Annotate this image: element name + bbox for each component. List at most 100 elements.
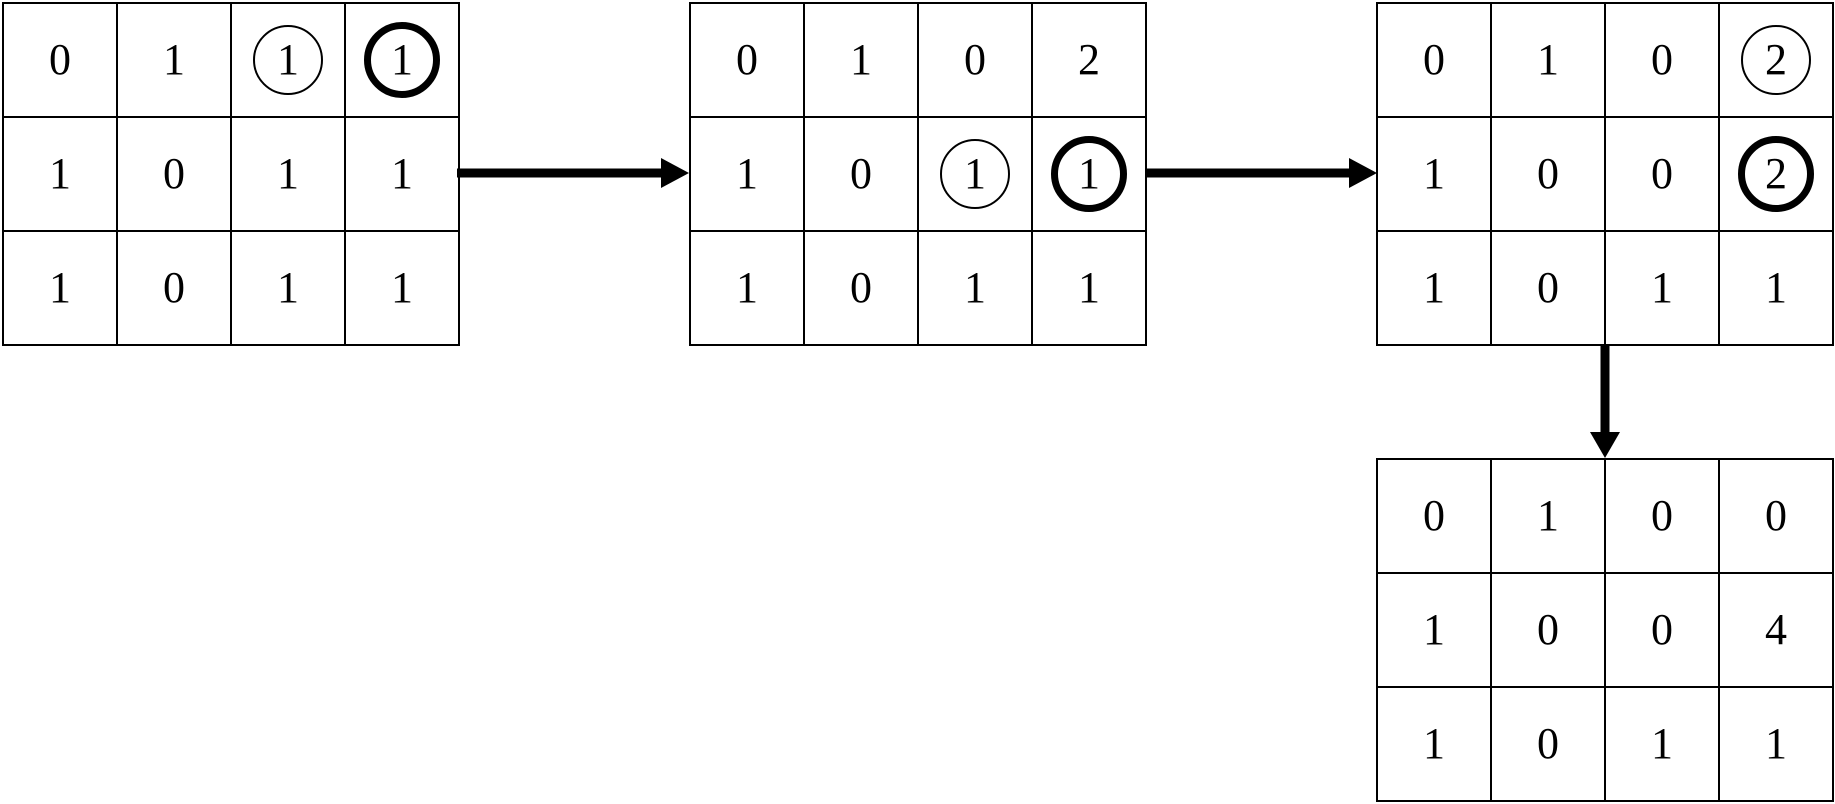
cell-value: 0: [1651, 35, 1673, 84]
cell-value: 1: [1651, 719, 1673, 768]
cell-r2c0: 1: [1378, 232, 1492, 346]
cell-r0c2: 0: [1606, 460, 1720, 574]
cell-r1c1: 0: [1492, 574, 1606, 688]
cell-value: 1: [1078, 149, 1100, 198]
cell-value: 1: [1765, 263, 1787, 312]
cell-value: 0: [1537, 605, 1559, 654]
cell-value: 0: [850, 149, 872, 198]
cell-r2c0: 1: [691, 232, 805, 346]
cell-value: 1: [49, 263, 71, 312]
cell-value: 1: [1423, 719, 1445, 768]
cell-value: 0: [1423, 491, 1445, 540]
cell-value: 2: [1765, 35, 1787, 84]
cell-value: 0: [1651, 149, 1673, 198]
cell-value: 0: [49, 35, 71, 84]
cell-r0c0: 0: [1378, 4, 1492, 118]
cell-value: 1: [1537, 35, 1559, 84]
cell-value: 0: [1651, 605, 1673, 654]
matrix-step-2: 0 1 0 2 1 0 1 1 1 0 1: [689, 2, 1147, 346]
cell-r2c3: 1: [346, 232, 460, 346]
cell-r0c0: 0: [4, 4, 118, 118]
arrow-step3-to-step4: [1584, 344, 1626, 460]
cell-value: 1: [1651, 263, 1673, 312]
cell-r1c2: 1: [919, 118, 1033, 232]
cell-value: 1: [1423, 149, 1445, 198]
cell-r2c3: 1: [1033, 232, 1147, 346]
cell-value: 1: [964, 149, 986, 198]
cell-r0c3: 2: [1033, 4, 1147, 118]
cell-value: 0: [163, 149, 185, 198]
cell-value: 1: [1423, 263, 1445, 312]
cell-r1c0: 1: [1378, 118, 1492, 232]
cell-value: 0: [850, 263, 872, 312]
cell-r2c3: 1: [1720, 232, 1834, 346]
cell-r2c3: 1: [1720, 688, 1834, 802]
cell-value: 1: [277, 149, 299, 198]
cell-r1c3: 2: [1720, 118, 1834, 232]
cell-value: 1: [964, 263, 986, 312]
cell-r0c2: 0: [919, 4, 1033, 118]
cell-r0c1: 1: [1492, 460, 1606, 574]
cell-value: 1: [391, 35, 413, 84]
cell-value: 0: [1423, 35, 1445, 84]
cell-value: 1: [1423, 605, 1445, 654]
cell-value: 1: [1765, 719, 1787, 768]
cell-r1c3: 1: [1033, 118, 1147, 232]
matrix-step-1: 0 1 1 1 1 0 1 1 1 0 1: [2, 2, 460, 346]
cell-r1c1: 0: [118, 118, 232, 232]
cell-r1c2: 1: [232, 118, 346, 232]
cell-value: 0: [1765, 491, 1787, 540]
cell-r0c1: 1: [118, 4, 232, 118]
cell-r2c0: 1: [1378, 688, 1492, 802]
cell-value: 0: [964, 35, 986, 84]
cell-r2c2: 1: [1606, 232, 1720, 346]
cell-r2c1: 0: [805, 232, 919, 346]
cell-value: 1: [1537, 491, 1559, 540]
cell-value: 0: [1537, 149, 1559, 198]
cell-value: 0: [163, 263, 185, 312]
cell-value: 0: [736, 35, 758, 84]
cell-value: 1: [736, 263, 758, 312]
cell-r2c1: 0: [118, 232, 232, 346]
arrow-step1-to-step2: [457, 152, 691, 194]
cell-value: 1: [277, 263, 299, 312]
cell-r1c0: 1: [4, 118, 118, 232]
cell-r0c0: 0: [1378, 460, 1492, 574]
cell-value: 1: [277, 35, 299, 84]
cell-value: 4: [1765, 605, 1787, 654]
cell-r2c1: 0: [1492, 688, 1606, 802]
cell-r0c1: 1: [805, 4, 919, 118]
cell-r2c2: 1: [919, 232, 1033, 346]
cell-r2c0: 1: [4, 232, 118, 346]
cell-r2c2: 1: [1606, 688, 1720, 802]
cell-value: 0: [1537, 719, 1559, 768]
matrix-step-4: 0 1 0 0 1 0 0 4 1 0 1: [1376, 458, 1834, 802]
cell-r1c1: 0: [805, 118, 919, 232]
cell-value: 1: [391, 149, 413, 198]
cell-value: 1: [391, 263, 413, 312]
cell-value: 2: [1765, 149, 1787, 198]
cell-r0c3: 2: [1720, 4, 1834, 118]
matrix-step-3: 0 1 0 2 1 0 0 2 1 0 1: [1376, 2, 1834, 346]
cell-value: 1: [49, 149, 71, 198]
cell-r1c3: 4: [1720, 574, 1834, 688]
cell-r1c2: 0: [1606, 574, 1720, 688]
cell-r2c1: 0: [1492, 232, 1606, 346]
cell-r1c0: 1: [1378, 574, 1492, 688]
cell-r0c1: 1: [1492, 4, 1606, 118]
cell-r1c0: 1: [691, 118, 805, 232]
cell-r1c1: 0: [1492, 118, 1606, 232]
cell-value: 1: [163, 35, 185, 84]
cell-r1c2: 0: [1606, 118, 1720, 232]
cell-r0c2: 0: [1606, 4, 1720, 118]
cell-value: 2: [1078, 35, 1100, 84]
cell-r2c2: 1: [232, 232, 346, 346]
cell-value: 0: [1537, 263, 1559, 312]
cell-value: 1: [850, 35, 872, 84]
cell-value: 1: [736, 149, 758, 198]
cell-r1c3: 1: [346, 118, 460, 232]
arrow-step2-to-step3: [1145, 152, 1379, 194]
cell-r0c3: 0: [1720, 460, 1834, 574]
cell-r0c0: 0: [691, 4, 805, 118]
